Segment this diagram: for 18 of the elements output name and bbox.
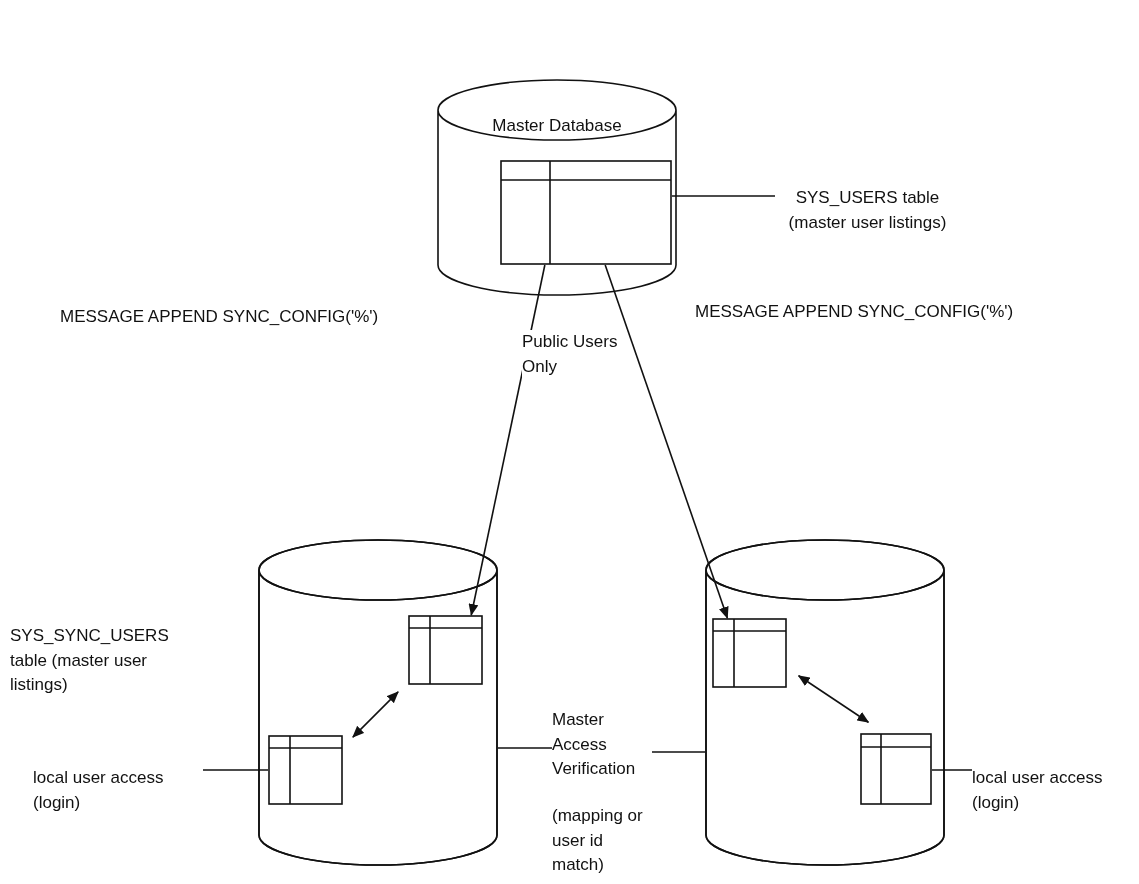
arrow (797, 674, 870, 724)
annotation-text: local user access (login) (33, 767, 165, 814)
database-label: Master Database (492, 115, 622, 137)
arrow (352, 691, 399, 738)
annotation-text: MESSAGE APPEND SYNC_CONFIG('%') (695, 301, 1015, 323)
leader-line (931, 769, 973, 771)
annotation-text: MESSAGE APPEND SYNC_CONFIG('%') (60, 306, 380, 328)
annotation-text: SYS_SYNC_USERS table (master user listings) (10, 625, 170, 697)
annotation-text: SYS_USERS table (master user listings) (787, 187, 948, 234)
annotation-text: (mapping or user id match) (552, 804, 644, 877)
annotation-text: Master Access Verification (552, 709, 637, 781)
leader-line (671, 195, 776, 197)
leader-line (202, 769, 269, 771)
leader-line (651, 751, 706, 753)
leader-line (497, 747, 553, 749)
annotation-text: local user access (login) (972, 767, 1104, 814)
arrow (604, 264, 729, 619)
arrow (468, 264, 546, 616)
